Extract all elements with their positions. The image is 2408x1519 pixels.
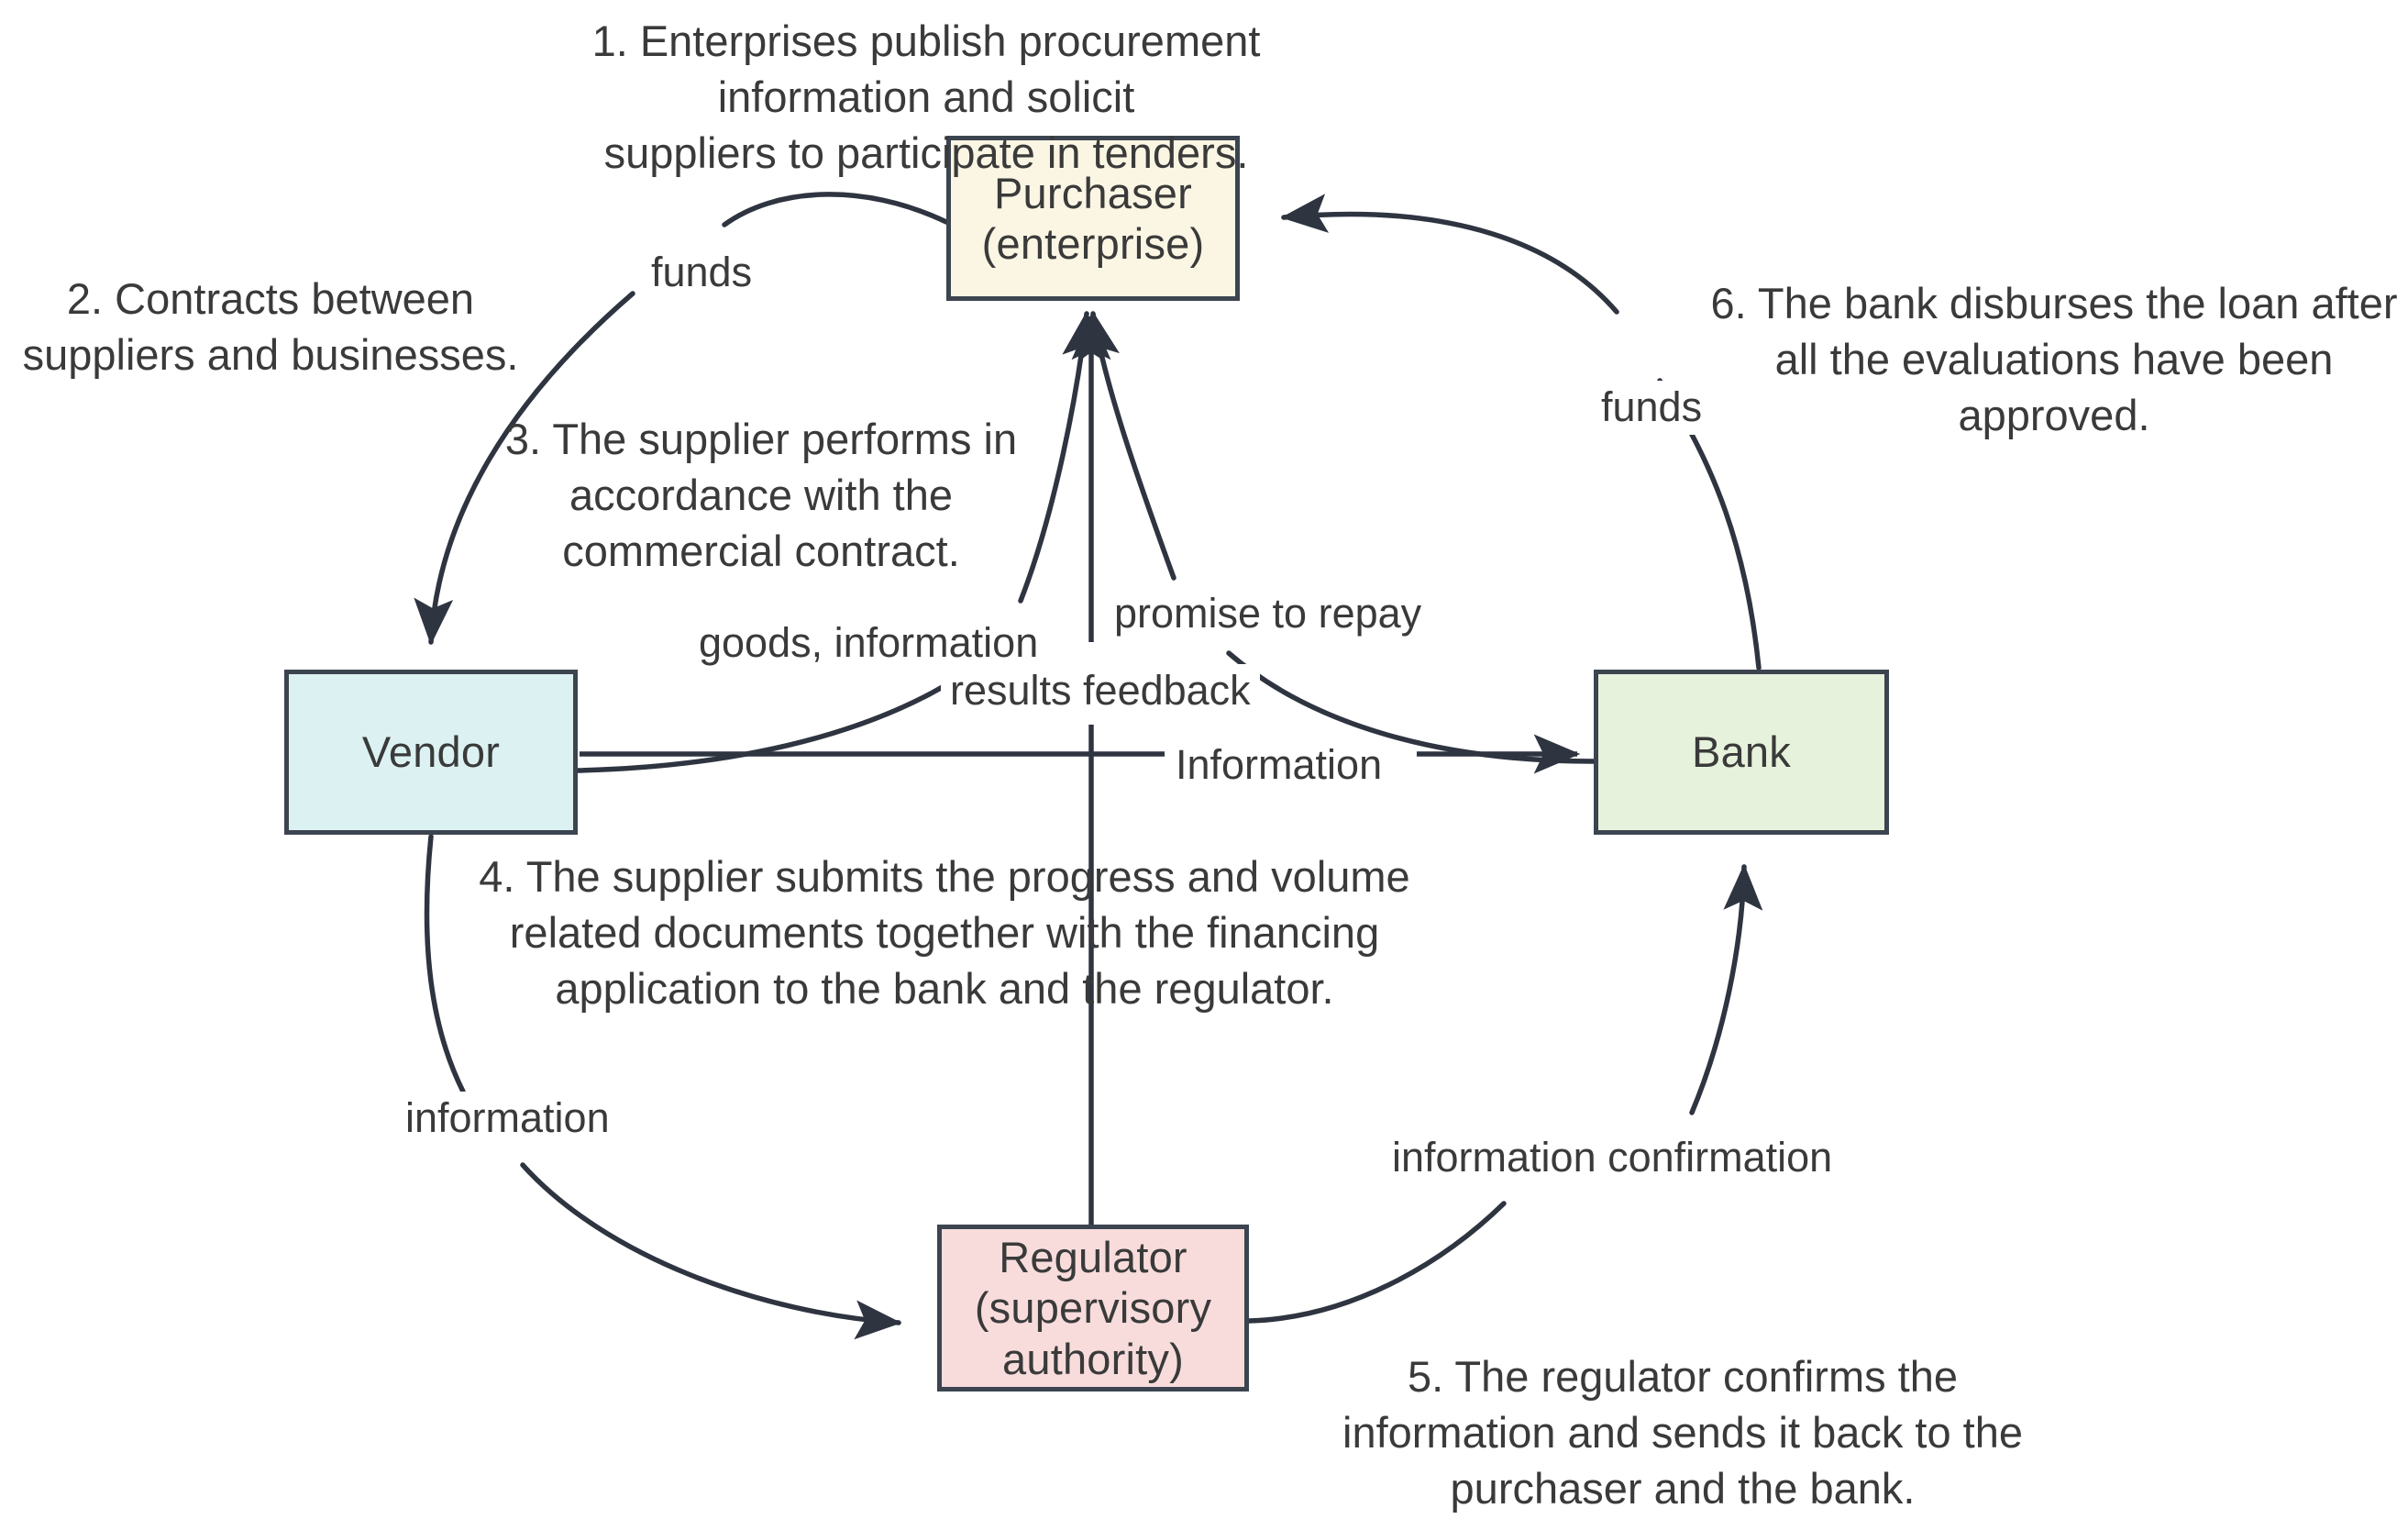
node-purchaser[interactable]: Purchaser (enterprise) xyxy=(946,136,1240,301)
caption-step-4-line1: 4. The supplier submits the progress and… xyxy=(479,852,1410,901)
edge-label-promise-to-repay: promise to repay xyxy=(1105,587,1431,641)
edge-label-information-confirmation: information confirmation xyxy=(1383,1131,1842,1185)
caption-step-4-line2: related documents together with the fina… xyxy=(509,908,1380,958)
caption-step-2-line1: 2. Contracts between xyxy=(66,274,475,323)
caption-step-2: 2. Contracts between suppliers and busin… xyxy=(9,271,532,383)
caption-step-2-line2: suppliers and businesses. xyxy=(22,330,519,380)
caption-step-3: 3. The supplier performs in accordance w… xyxy=(500,411,1022,579)
node-regulator-label-line2: (supervisory xyxy=(974,1283,1212,1333)
node-vendor[interactable]: Vendor xyxy=(284,670,578,835)
node-bank-label-line1: Bank xyxy=(1692,727,1791,777)
caption-step-6-line3: approved. xyxy=(1958,391,2150,440)
caption-step-4: 4. The supplier submits the progress and… xyxy=(449,848,1440,1016)
caption-step-5-line2: information and sends it back to the xyxy=(1342,1408,2023,1458)
caption-step-5: 5. The regulator confirms the informatio… xyxy=(1320,1348,2045,1516)
edge-label-funds-left: funds xyxy=(642,246,762,300)
node-vendor-label-line1: Vendor xyxy=(361,727,501,777)
caption-step-3-line1: 3. The supplier performs in xyxy=(504,415,1018,463)
caption-step-4-line3: application to the bank and the regulato… xyxy=(555,964,1334,1014)
caption-step-5-line3: purchaser and the bank. xyxy=(1450,1464,1916,1513)
caption-step-6-line2: all the evaluations have been xyxy=(1774,335,2334,384)
node-regulator-label-line1: Regulator xyxy=(999,1232,1187,1281)
edge-label-goods-information: goods, information xyxy=(690,616,1048,671)
edge-label-information-lower-left: information xyxy=(396,1092,619,1146)
edge-label-results-feedback: results feedback xyxy=(941,664,1260,718)
caption-step-1-line2: suppliers to participate in tenders. xyxy=(603,128,1249,178)
edge-label-information-middle: Information xyxy=(1166,738,1392,793)
caption-step-3-line3: commercial contract. xyxy=(562,527,960,576)
caption-step-3-line2: accordance with the xyxy=(569,471,954,520)
caption-step-6: 6. The bank disburses the loan after all… xyxy=(1706,275,2402,443)
node-regulator[interactable]: Regulator (supervisory authority) xyxy=(937,1225,1249,1391)
caption-step-5-line1: 5. The regulator confirms the xyxy=(1408,1352,1958,1401)
caption-step-1: 1. Enterprises publish procurement infor… xyxy=(514,13,1339,181)
node-bank[interactable]: Bank xyxy=(1594,670,1889,835)
node-regulator-label-line3: authority) xyxy=(1002,1334,1184,1383)
node-purchaser-label-line1: Purchaser xyxy=(993,168,1192,217)
node-purchaser-label-line2: (enterprise) xyxy=(981,219,1205,268)
edge-label-funds-right: funds xyxy=(1592,381,1712,435)
caption-step-6-line1: 6. The bank disburses the loan after xyxy=(1710,279,2398,327)
caption-step-1-line1: 1. Enterprises publish procurement infor… xyxy=(591,17,1261,122)
